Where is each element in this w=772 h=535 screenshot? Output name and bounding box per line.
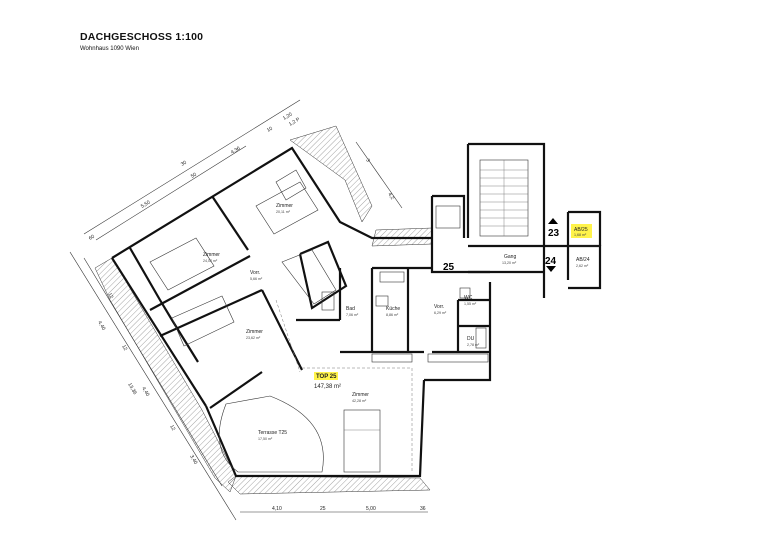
dim-left-6: 12 — [106, 292, 114, 300]
room-area-ab25: 1,68 m² — [574, 233, 587, 237]
dim-left-3: 3,40 — [188, 454, 198, 466]
room-area-bad: 7,06 m² — [346, 313, 359, 317]
room-area-du: 2,78 m² — [467, 343, 480, 347]
fixtures — [149, 169, 487, 473]
room-labels: Zimmer 20,11 m² Zimmer 24,02 m² Vorr. 5,… — [203, 203, 592, 441]
room-name-wc: WC — [464, 295, 473, 301]
door-number-24: 24 — [545, 256, 557, 267]
dim-top-0: 1,20 — [282, 111, 294, 121]
door-number-23: 23 — [548, 228, 560, 239]
window-markers — [371, 353, 489, 363]
arrow-down-icon — [546, 266, 556, 272]
room-name-bad: Bad — [346, 306, 355, 312]
room-name-kueche: Küche — [386, 306, 400, 312]
room-name-ab24: AB/24 — [576, 257, 590, 263]
room-name-vorr-2: Vorr. — [434, 304, 444, 310]
dim-top-6: 50 — [190, 172, 198, 180]
room-name-zimmer-1: Zimmer — [276, 203, 293, 209]
staircase-core — [435, 142, 602, 298]
dim-top-1: 5,50 — [140, 199, 152, 209]
dim-top-3: 1,2 P — [288, 116, 302, 127]
dim-top-7: 30 — [180, 160, 188, 168]
dim-top-5: 10 — [266, 126, 274, 134]
unit-area: 147,38 m² — [314, 384, 341, 390]
room-area-gang: 13,20 m² — [502, 261, 517, 265]
room-name-gang: Gang — [504, 254, 516, 260]
room-area-zimmer-3: 23,62 m² — [246, 336, 261, 340]
dim-right-1: 3 — [364, 158, 371, 164]
door-number-25: 25 — [443, 262, 455, 273]
dim-bottom-0: 4,10 — [272, 506, 282, 512]
dim-bottom-3: 36 — [420, 506, 426, 512]
drawing-title: DACHGESCHOSS 1:100 — [80, 31, 204, 43]
unit-highlight — [314, 372, 338, 380]
room-name-zimmer-2: Zimmer — [203, 252, 220, 258]
dim-left-4: 12 — [120, 344, 128, 352]
room-area-zimmer-4: 42,28 m² — [352, 399, 367, 403]
room-area-vorr-1: 5,66 m² — [250, 277, 263, 281]
dimension-labels: 1,20 5,50 4,36 1,2 P 60 10 50 30 4,40 4,… — [88, 111, 426, 512]
room-area-kueche: 8,86 m² — [386, 313, 399, 317]
room-area-ab24: 2,62 m² — [576, 264, 589, 268]
room-area-zimmer-1: 20,11 m² — [276, 210, 291, 214]
room-area-wc: 1,55 m² — [464, 302, 477, 306]
arrow-up-icon — [548, 218, 558, 224]
interior-walls — [129, 195, 490, 409]
room-name-vorr-1: Vorr. — [250, 270, 260, 276]
dim-bottom-1: 25 — [320, 506, 326, 512]
dim-left-0: 4,40 — [96, 320, 106, 332]
unit-label: TOP 25 147,38 m² — [314, 372, 341, 390]
door-numbers: 25 24 23 — [443, 218, 560, 273]
room-area-terrasse: 17,50 m² — [258, 437, 273, 441]
room-area-vorr-2: 6,29 m² — [434, 311, 447, 315]
room-name-zimmer-4: Zimmer — [352, 392, 369, 398]
ab25-highlight — [571, 224, 592, 238]
drawing-header: DACHGESCHOSS 1:100 Wohnhaus 1090 Wien — [80, 31, 203, 52]
drawing-subtitle: Wohnhaus 1090 Wien — [80, 46, 139, 52]
dim-top-4: 60 — [88, 234, 96, 242]
dimension-lines — [69, 99, 428, 521]
room-area-zimmer-2: 24,02 m² — [203, 259, 218, 263]
dim-left-2: 13,36 — [126, 382, 138, 396]
dim-left-1: 4,40 — [140, 386, 150, 398]
dim-left-5: 12 — [168, 424, 176, 432]
room-name-zimmer-3: Zimmer — [246, 329, 263, 335]
dim-bottom-2: 5,00 — [366, 506, 376, 512]
room-name-du: DU — [467, 336, 475, 342]
dim-top-2: 4,36 — [230, 145, 242, 155]
unit-name: TOP 25 — [316, 374, 337, 380]
dim-right-0: 4,2 — [386, 192, 395, 201]
room-name-terrasse: Terrasse T25 — [258, 430, 287, 436]
room-name-ab25: AB/25 — [574, 227, 588, 233]
exterior-walls — [111, 146, 492, 478]
